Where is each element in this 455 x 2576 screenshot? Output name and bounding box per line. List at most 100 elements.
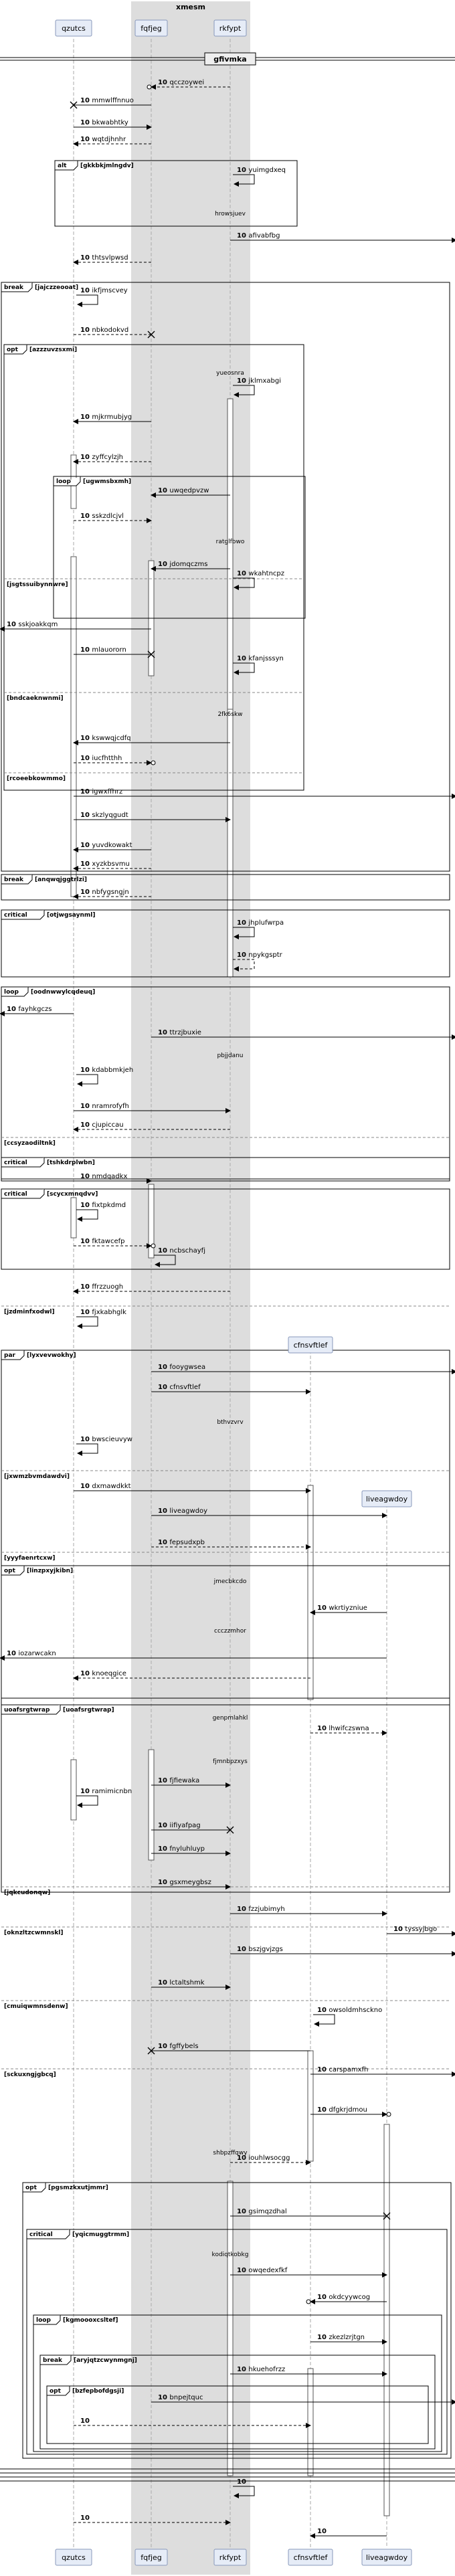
- fragment-keyword: break: [4, 877, 24, 883]
- fragment-loop-tab: [1, 987, 29, 997]
- message-wkahtncpz-arrow: [233, 577, 255, 590]
- message-gsxmeygbsz-label: 10 gsxmeygbsz: [158, 1879, 211, 1886]
- activation-bar-rkfypt-3: [227, 709, 234, 978]
- fragment-guard: [ugwmsbxmh]: [83, 478, 131, 485]
- message-ramimicnbn-arrow: [76, 1795, 98, 1808]
- fragment-break-tab: [40, 2355, 72, 2365]
- message-fixtpkdmd-label: 10 fixtpkdmd: [80, 1202, 126, 1209]
- fragment-keyword: loop: [4, 989, 19, 996]
- participant-headers: qzutcsqzutcsfqfjegfqfjegrkfyptrkfyptcfns…: [55, 19, 412, 2566]
- message-okdcyywcog-label: 10 okdcyywcog: [317, 2294, 370, 2301]
- activation-bar-liveagwdoy-10: [383, 2124, 390, 2516]
- message-ikfjmscvey-arrow: [76, 294, 98, 307]
- fragment-keyword: break: [43, 2357, 63, 2364]
- fragment-guard: [jajczzeooat]: [35, 284, 78, 291]
- fragment-critical-frame: [1, 1188, 450, 1270]
- message-fgffybels-label: 10 fgffybels: [158, 2043, 199, 2050]
- fragment-guard: [pgsmzkxutjmmr]: [48, 2185, 108, 2191]
- fragment-guard: [jsgtssuibynnwre]: [7, 581, 68, 588]
- fragment-keyword: critical: [29, 2231, 53, 2238]
- fragment-guard: [oodnwwylcqdeuq]: [31, 989, 95, 996]
- fragment-critical-tab: [1, 910, 45, 920]
- fragment-frames: gfivmkaalt[gkkbkjmlngdv]break[jajczzeooa…: [0, 52, 455, 2482]
- message-fooygwsea-label: 10 fooygwsea: [158, 1364, 205, 1371]
- message-jklmxabgi-label: 10 jklmxabgi: [237, 377, 281, 385]
- fragment-alt-tab: [55, 161, 78, 171]
- fragment-guard: [sckuxngjgbcq]: [4, 2072, 56, 2078]
- participant-qzutcs-label: qzutcs: [62, 2553, 86, 2562]
- message-fjxkabhglk-label: 10 fjxkabhglk: [80, 1309, 126, 1316]
- message-sskzdlcjvl-label: 10 sskzdlcjvl: [80, 513, 124, 520]
- message-jhplufwrpa-label: 10 jhplufwrpa: [237, 919, 284, 927]
- fragment-critical-tab: [1, 1158, 45, 1168]
- activation-bar-fqfjeg-4: [148, 1184, 155, 1259]
- participant-fqfjeg-box: [134, 19, 168, 37]
- fragment-keyword: loop: [56, 478, 71, 485]
- fragment-opt-frame: [3, 344, 304, 791]
- message-yuimgdxeq-arrow: [233, 174, 255, 187]
- message-ffrzzuogh-label: 10 ffrzzuogh: [80, 1283, 123, 1291]
- fragment-loop-frame: [33, 2314, 442, 2452]
- comment-genpmlahkl: genpmlahkl: [213, 1715, 248, 1722]
- message-qcczoywei-label: 10 qcczoywei: [158, 79, 204, 86]
- fragment-loop-tab: [33, 2315, 61, 2325]
- message-ramimicnbn-label: 10 ramimicnbn: [80, 1788, 132, 1795]
- lost-message-icon: [151, 760, 156, 765]
- fragment-guard: [cmuiqwmnsdenw]: [4, 2003, 68, 2010]
- fragment-guard: [uoafsrgtwrap]: [63, 1707, 114, 1714]
- comment-2fk6skw: 2fk6skw: [217, 711, 242, 718]
- message-mmwlffnnuo-label: 10 mmwlffnnuo: [80, 97, 134, 104]
- comment-yueosnra: yueosnra: [216, 370, 244, 377]
- message-npykgsptr-arrow: [233, 959, 255, 972]
- fragment-break-tab: [1, 282, 33, 292]
- fragment-critical-tab: [27, 2229, 70, 2239]
- fragment-break-tab: [1, 875, 33, 885]
- comment-ccczzmhor: ccczzmhor: [214, 1628, 246, 1635]
- message-iucfhtthh-label: 10 iucfhtthh: [80, 755, 122, 762]
- fragment-guard: [bndcaeknwnmi]: [7, 695, 64, 702]
- fragment-break-frame: [1, 282, 450, 872]
- fragment-keyword: break: [4, 284, 24, 291]
- lost-message-icon: [151, 1243, 156, 1249]
- participant-rkfypt-box: [213, 19, 247, 37]
- message-tyssyjbgo-label: 10 tyssyjbgo: [393, 1926, 437, 1933]
- fragment-loop-frame: [1, 986, 450, 1182]
- message-undefined-label: 10: [317, 2528, 327, 2535]
- message-ttrzjbuxie-label: 10 ttrzjbuxie: [158, 1029, 201, 1036]
- message-mjkrmubjyg-label: 10 mjkrmubjyg: [80, 413, 132, 421]
- message-fnyluhluyp-label: 10 fnyluhluyp: [158, 1845, 205, 1853]
- message-liveagwdoy-label: 10 liveagwdoy: [158, 1507, 207, 1515]
- destroy-icon: [226, 1826, 234, 1834]
- fragment-guard: [azzzuvzsxmi]: [29, 347, 77, 353]
- fragment-critical-frame: [26, 2229, 448, 2455]
- fragment-loop-tab: [54, 476, 81, 486]
- message-zkezlzrjtgn-label: 10 zkezlzrjtgn: [317, 2334, 365, 2341]
- participant-cfnsvftlef-box: [288, 2549, 333, 2566]
- activation-bar-qzutcs-8: [70, 1759, 77, 1821]
- participant-cfnsvftlef-label: cfnsvftlef: [294, 2553, 329, 2562]
- message-fjfiewaka-label: 10 fjfiewaka: [158, 1777, 199, 1784]
- participant-fqfjeg-label: fqfjeg: [141, 24, 162, 33]
- message-thtsvlpwsd-label: 10 thtsvlpwsd: [80, 254, 128, 262]
- message-dfgkrjdmou-label: 10 dfgkrjdmou: [317, 2106, 367, 2114]
- message-nbkodokvd-label: 10 nbkodokvd: [80, 327, 128, 334]
- message-nmdqadkx-label: 10 nmdqadkx: [80, 1173, 127, 1180]
- participant-liveagwdoy-label: liveagwdoy: [366, 2553, 408, 2562]
- participant-qzutcs-box: [55, 2549, 92, 2566]
- participant-rkfypt-label: rkfypt: [219, 24, 242, 33]
- message-mlauororn-label: 10 mlauororn: [80, 646, 126, 654]
- fragment-guard: [jzdminfxodwl]: [4, 1309, 55, 1315]
- message-nbfygsngjn-label: 10 nbfygsngjn: [80, 889, 129, 896]
- participant-liveagwdoy-label: liveagwdoy: [366, 1495, 408, 1503]
- fragment-keyword: opt: [4, 1568, 16, 1574]
- message-jklmxabgi-arrow: [233, 385, 255, 397]
- participant-cfnsvftlef-label: cfnsvftlef: [294, 1341, 329, 1350]
- group-box-title: xmesm: [176, 3, 205, 11]
- destroy-icon: [147, 2047, 155, 2055]
- fragment-guard: [jqkcudonqw]: [4, 1890, 50, 1896]
- destroy-icon: [70, 101, 78, 109]
- fragment-guard: [scycxmnqdvv]: [47, 1191, 98, 1198]
- message-lhwifczswna-label: 10 lhwifczswna: [317, 1725, 369, 1732]
